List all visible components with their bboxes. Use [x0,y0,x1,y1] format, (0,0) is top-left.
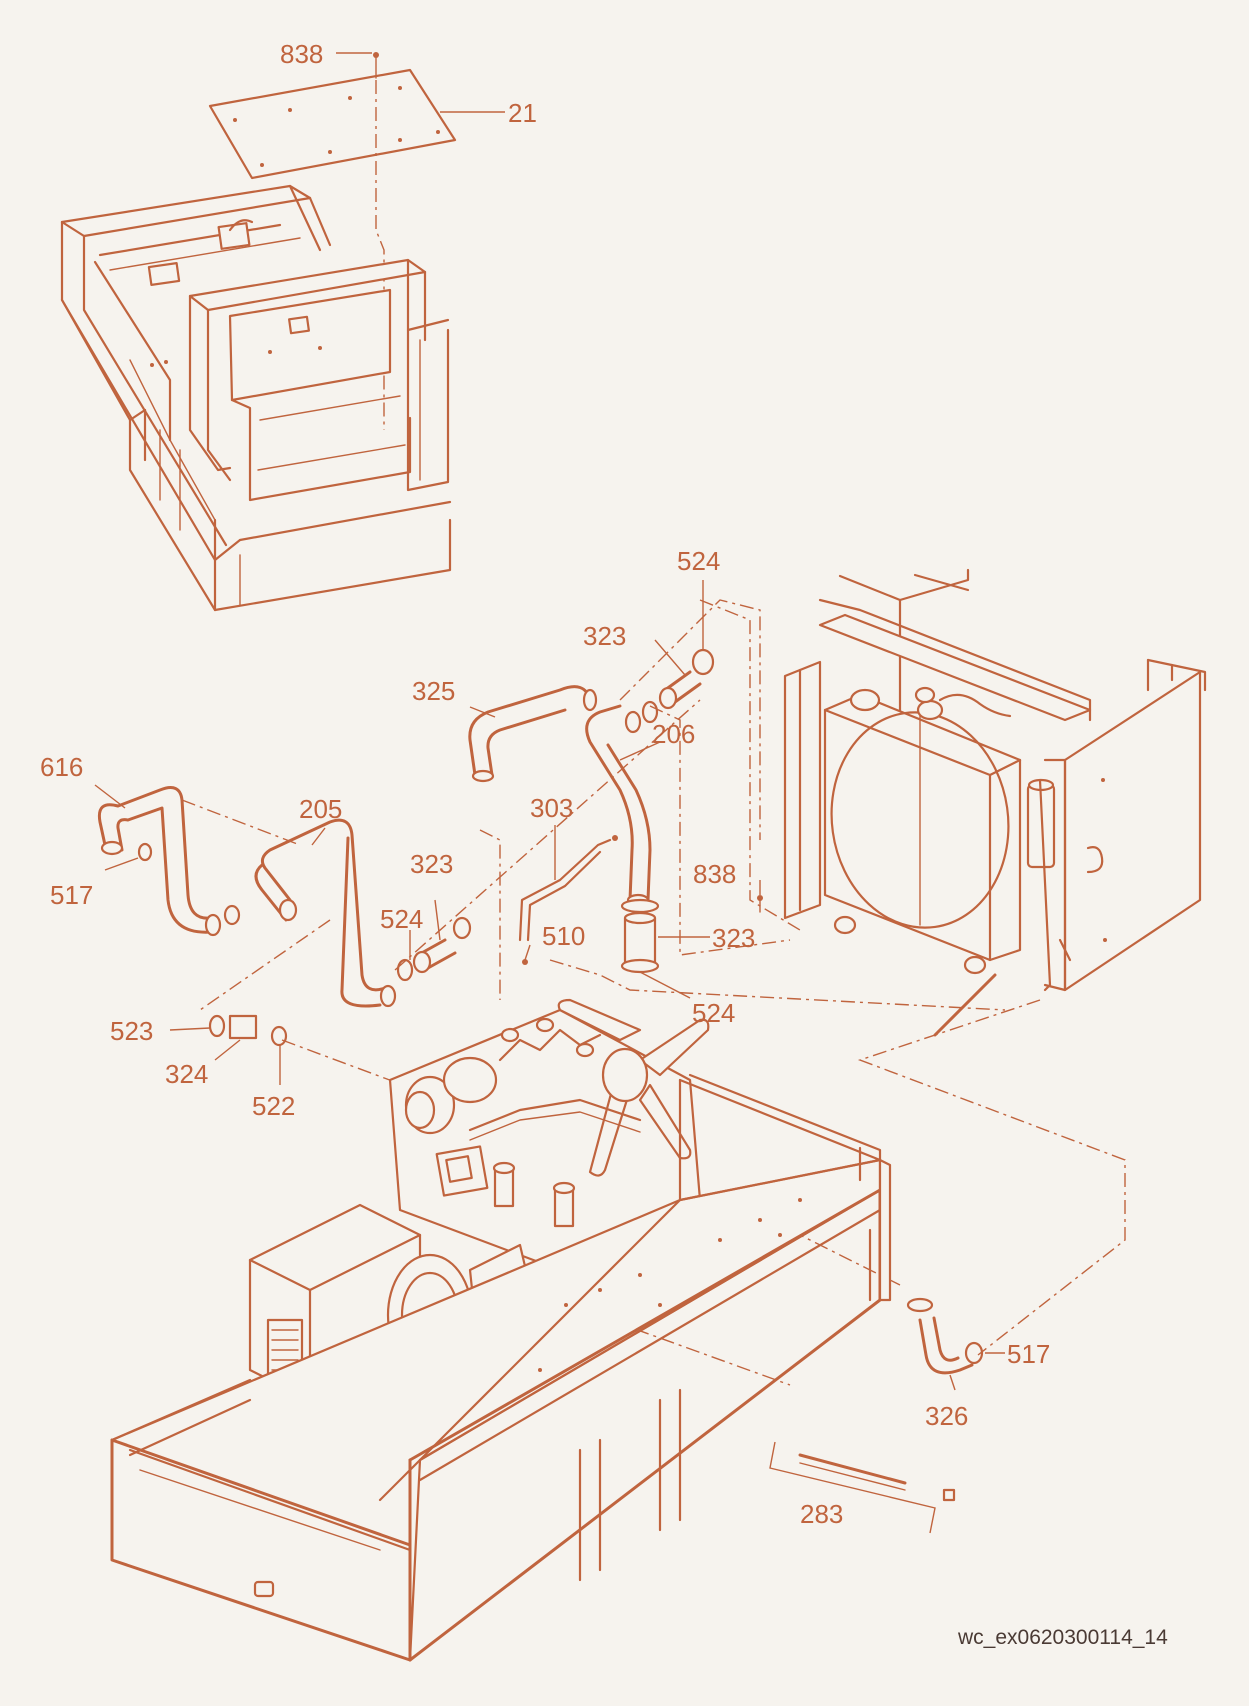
callout-522: 522 [252,1091,295,1121]
assembly-line [375,80,385,430]
hose-clamp-517 [137,842,153,862]
engine [388,998,710,1332]
callout-323-top: 323 [583,621,626,651]
callout-205: 205 [299,794,342,824]
lower-hose-206 [585,704,652,907]
leader-lines [94,52,1005,1534]
coolant-pipe-616 [97,786,222,937]
callout-517-left: 517 [50,880,93,910]
hose-326 [906,1297,984,1375]
callout-517-right: 517 [1007,1339,1050,1369]
callout-303: 303 [530,793,573,823]
callout-21: 21 [508,98,537,128]
radiator-screw-838 [757,895,763,913]
rod-283 [798,1453,956,1502]
callout-326: 326 [925,1401,968,1431]
callout-838-right: 838 [693,859,736,889]
callout-510: 510 [542,921,585,951]
callout-524-mid: 524 [692,998,735,1028]
top-cover-panel [208,68,457,180]
fitting-510 [522,959,528,965]
clamps-and-hoses [208,648,715,1047]
callout-524-top: 524 [677,546,720,576]
callout-324: 324 [165,1059,208,1089]
pipe-303 [518,835,618,942]
base-frame [110,1073,892,1662]
callout-283: 283 [800,1499,843,1529]
pipe-cap [223,904,241,926]
callout-323-mid: 323 [712,923,755,953]
coolant-pipe-205 [254,818,397,1008]
callout-206: 206 [652,719,695,749]
enclosure-roof-frame [60,184,452,612]
callout-838-top: 838 [280,39,323,69]
callouts: 838 21 524 323 325 206 616 205 303 323 8… [40,39,1050,1529]
callout-524-left: 524 [380,904,423,934]
callout-616: 616 [40,752,83,782]
cover-screw-838 [373,52,379,79]
callout-325: 325 [412,676,455,706]
document-reference: wc_ex0620300114_14 [958,1626,1168,1649]
radiator-assembly [783,568,1207,1037]
upper-hose-325 [468,685,598,783]
callout-323-left: 323 [410,849,453,879]
callout-523: 523 [110,1016,153,1046]
